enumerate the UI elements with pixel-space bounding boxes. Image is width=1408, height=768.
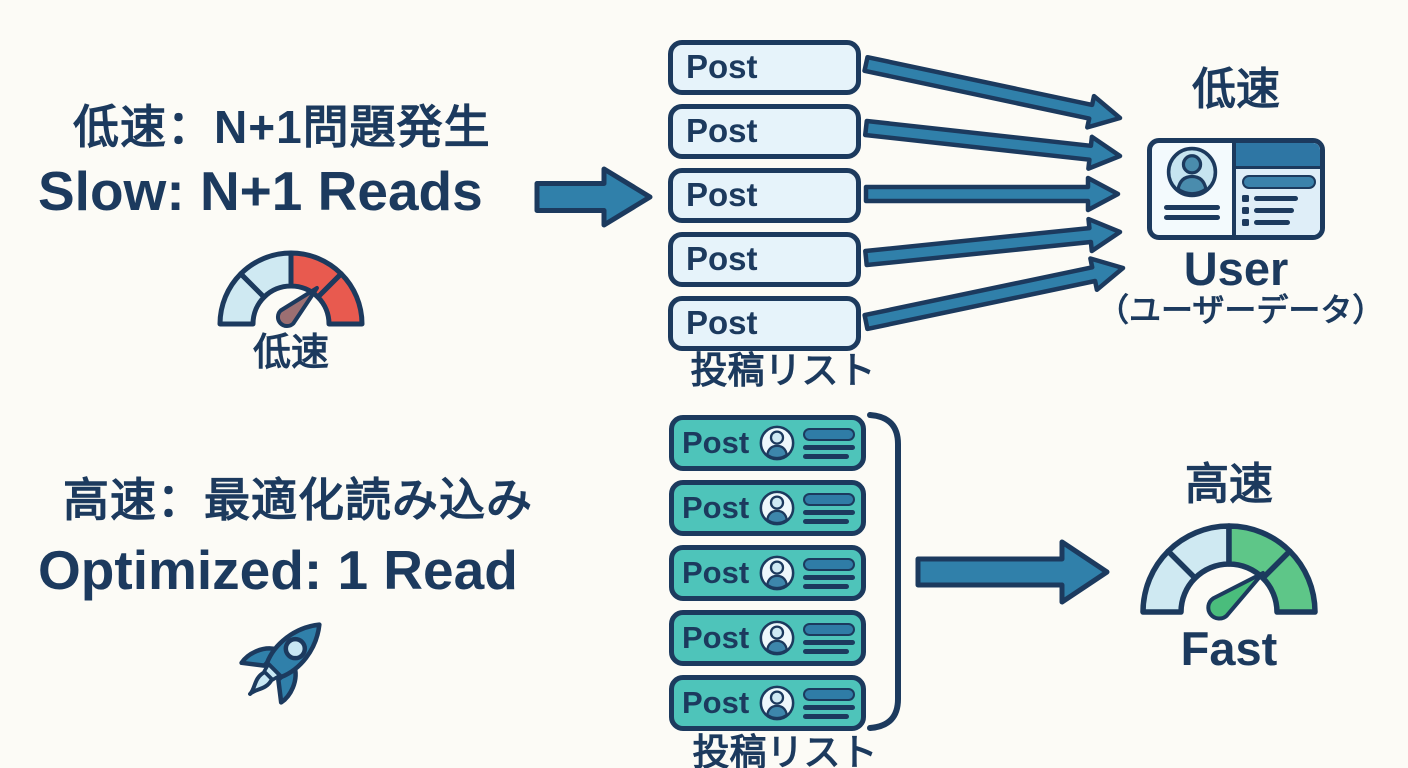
slow-gauge-needle <box>275 286 319 329</box>
post-text-lines <box>803 622 856 654</box>
post-box-optimized: Post <box>669 545 866 601</box>
post-label: Post <box>686 176 758 213</box>
fast-result-label: 高速 <box>1185 460 1273 509</box>
user-avatar-icon <box>758 424 796 462</box>
slow-gauge <box>217 250 365 329</box>
user-avatar-icon <box>1165 145 1219 199</box>
user-card-title-bar <box>1242 175 1316 189</box>
fast-title-jp: 高速：最適化読み込み <box>63 474 533 526</box>
user-avatar-icon <box>758 554 796 592</box>
slow-gauge-label: 低速 <box>252 332 329 374</box>
fast-gauge-needle <box>1206 571 1265 621</box>
post-label: Post <box>682 685 750 720</box>
post-label: Post <box>686 112 758 149</box>
post-label: Post <box>686 48 758 85</box>
post-box: Post <box>668 40 861 95</box>
n-plus-one-arrows <box>862 54 1126 332</box>
user-card-photo-panel <box>1152 143 1236 235</box>
post-text-lines <box>803 427 856 459</box>
post-box: Post <box>668 296 861 351</box>
rocket-icon <box>239 622 322 705</box>
post-box-optimized: Post <box>669 480 866 536</box>
group-bracket <box>867 412 901 731</box>
user-subtitle: （ユーザーデータ） <box>1097 292 1385 328</box>
post-box: Post <box>668 104 861 159</box>
query-arrow-2 <box>862 118 1123 171</box>
user-card-header-bar <box>1236 143 1320 169</box>
query-arrow-3 <box>863 175 1121 213</box>
user-avatar-icon <box>758 619 796 657</box>
post-label: Post <box>682 620 750 655</box>
post-text-lines <box>803 687 856 719</box>
post-text-lines <box>803 557 856 589</box>
post-label: Post <box>682 425 750 460</box>
fast-title-en: Optimized: 1 Read <box>38 539 518 601</box>
fast-flow-arrow <box>915 539 1110 605</box>
slow-title-jp: 低速：N+1問題発生 <box>73 101 491 153</box>
user-avatar-icon <box>758 489 796 527</box>
user-card-text-lines <box>1164 205 1220 220</box>
user-card <box>1147 138 1325 240</box>
post-box-optimized: Post <box>669 675 866 731</box>
post-label: Post <box>682 490 750 525</box>
fast-post-list-label: 投稿リスト <box>692 732 878 768</box>
post-box: Post <box>668 232 861 287</box>
slow-flow-arrow <box>534 166 653 228</box>
query-arrow-1 <box>862 54 1123 130</box>
post-box-optimized: Post <box>669 415 866 471</box>
slow-title-en: Slow: N+1 Reads <box>38 160 483 222</box>
query-arrow-5 <box>862 256 1126 332</box>
slow-result-label: 低速 <box>1192 65 1280 114</box>
post-label: Post <box>686 240 758 277</box>
fast-gauge <box>1140 523 1318 621</box>
post-label: Post <box>686 304 758 341</box>
post-box: Post <box>668 168 861 223</box>
user-title: User <box>1183 242 1289 295</box>
post-box-optimized: Post <box>669 610 866 666</box>
query-arrow-4 <box>863 216 1123 268</box>
post-text-lines <box>803 492 856 524</box>
slow-post-list-label: 投稿リスト <box>690 350 876 391</box>
post-label: Post <box>682 555 750 590</box>
user-avatar-icon <box>758 684 796 722</box>
fast-gauge-label: Fast <box>1180 622 1278 675</box>
user-card-detail-panel <box>1236 143 1320 235</box>
